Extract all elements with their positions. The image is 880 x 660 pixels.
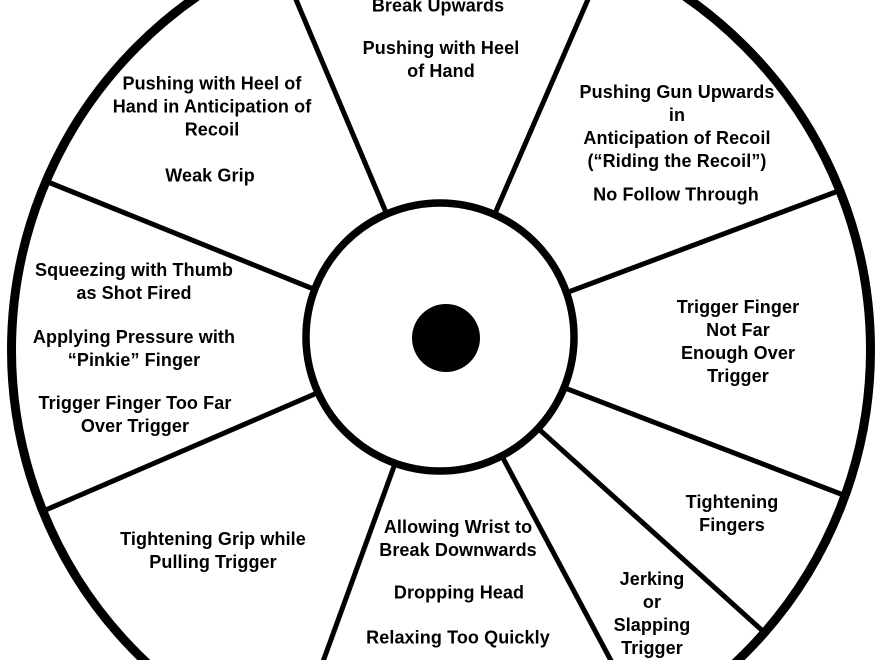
segment-bottom-center-label-1: Allowing Wrist to Break Downwards <box>379 517 537 560</box>
segment-bottom-right-label-1: Jerking or Slapping Trigger <box>613 569 691 658</box>
segment-right-label-1: Trigger Finger Not Far Enough Over Trigg… <box>676 297 800 386</box>
segment-bottom-center-label-2: Dropping Head <box>393 582 525 603</box>
outer-circle <box>7 0 875 660</box>
segment-top-center-label-2: Pushing with Heel of Hand <box>362 38 520 81</box>
segment-bottom-center-label-3: Relaxing Too Quickly <box>366 627 550 648</box>
segment-top-left-label-1: Pushing with Heel of Hand in Anticipatio… <box>112 73 312 140</box>
segment-left-label-2: Applying Pressure with “Pinkie” Finger <box>32 327 236 370</box>
segment-left-label-1: Squeezing with Thumb as Shot Fired <box>35 260 233 303</box>
segment-top-right-label-2: No Follow Through <box>593 184 759 205</box>
segment-top-center-label-1: Break Upwards <box>371 0 505 16</box>
segment-top-left-label-2: Weak Grip <box>165 165 255 186</box>
segment-right-lower-label-1: Tightening Fingers <box>685 492 779 535</box>
bullseye-dot <box>412 304 480 372</box>
segment-bottom-left-label-1: Tightening Grip while Pulling Trigger <box>120 529 306 572</box>
segment-top-right-label-1: Pushing Gun Upwards in Anticipation of R… <box>579 82 775 171</box>
segment-left-label-3: Trigger Finger Too Far Over Trigger <box>38 393 232 436</box>
